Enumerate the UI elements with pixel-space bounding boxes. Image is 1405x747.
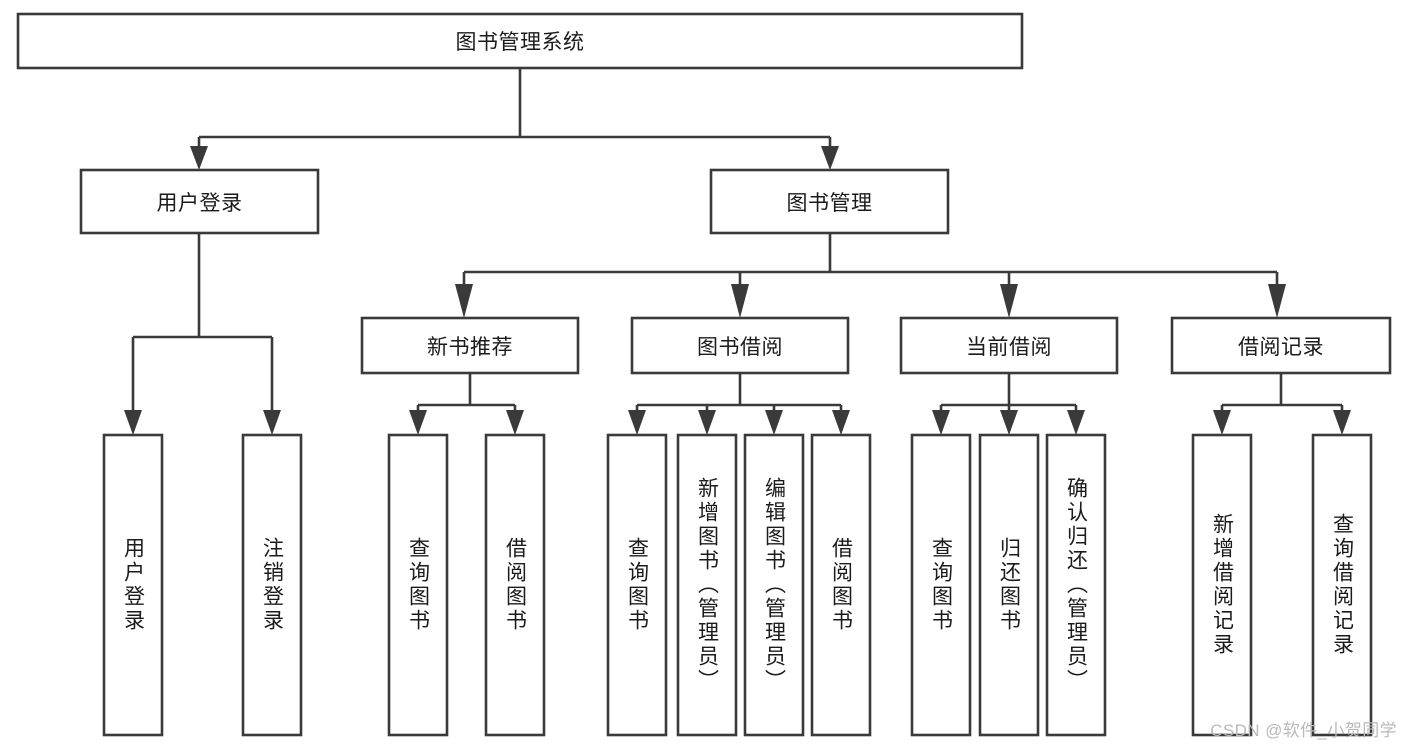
- arrow-head-new-book-recommend: [455, 284, 473, 318]
- node-box-borrow-record[interactable]: [1170, 316, 1392, 375]
- arrow-head-currentborrow-leaf-1: [932, 410, 950, 435]
- node-box-book-borrow[interactable]: [630, 316, 850, 375]
- node-box-user-login[interactable]: [79, 168, 320, 235]
- node-box-leaf-current-confirm[interactable]: [1045, 433, 1107, 737]
- node-box-current-borrow[interactable]: [899, 316, 1119, 375]
- node-box-leaf-current-query[interactable]: [910, 433, 972, 737]
- node-box-leaf-borrow-lend[interactable]: [810, 433, 872, 737]
- arrow-head-book-borrow: [731, 284, 749, 318]
- arrow-head-newbook-leaf-2: [506, 410, 524, 435]
- arrow-head-newbook-leaf-1: [409, 410, 427, 435]
- arrow-head-currentborrow-leaf-2: [1000, 410, 1018, 435]
- node-box-leaf-newbook-borrow[interactable]: [484, 433, 546, 737]
- node-box-root[interactable]: [16, 12, 1024, 70]
- arrow-head-bookborrow-leaf-3: [765, 410, 783, 435]
- arrow-head-currentborrow-leaf-3: [1067, 410, 1085, 435]
- node-box-leaf-logout[interactable]: [241, 433, 303, 737]
- node-box-leaf-current-return[interactable]: [978, 433, 1040, 737]
- arrow-head-book-mgmt: [821, 146, 839, 170]
- node-box-leaf-record-add[interactable]: [1191, 433, 1253, 737]
- node-box-leaf-record-query[interactable]: [1311, 433, 1373, 737]
- node-box-leaf-newbook-query[interactable]: [387, 433, 449, 737]
- arrow-head-borrowrecord-leaf-2: [1333, 410, 1351, 435]
- node-box-leaf-borrow-edit[interactable]: [743, 433, 805, 737]
- arrow-head-leaf-logout: [263, 410, 281, 435]
- node-box-leaf-borrow-add[interactable]: [676, 433, 738, 737]
- node-box-group: [16, 12, 1392, 737]
- arrow-head-bookborrow-leaf-4: [832, 410, 850, 435]
- arrow-head-borrow-record: [1268, 284, 1286, 318]
- node-box-book-management[interactable]: [709, 168, 950, 235]
- arrow-head-bookborrow-leaf-1: [628, 410, 646, 435]
- arrow-head-borrowrecord-leaf-1: [1213, 410, 1231, 435]
- node-box-leaf-borrow-query[interactable]: [606, 433, 668, 737]
- arrow-head-bookborrow-leaf-2: [698, 410, 716, 435]
- node-box-leaf-user-login[interactable]: [102, 433, 164, 737]
- arrow-head-user-login: [190, 146, 208, 170]
- connector-group: [124, 68, 1351, 435]
- node-box-new-book-recommend[interactable]: [360, 316, 580, 375]
- arrow-head-current-borrow: [1000, 284, 1018, 318]
- arrow-head-leaf-user-login: [124, 410, 142, 435]
